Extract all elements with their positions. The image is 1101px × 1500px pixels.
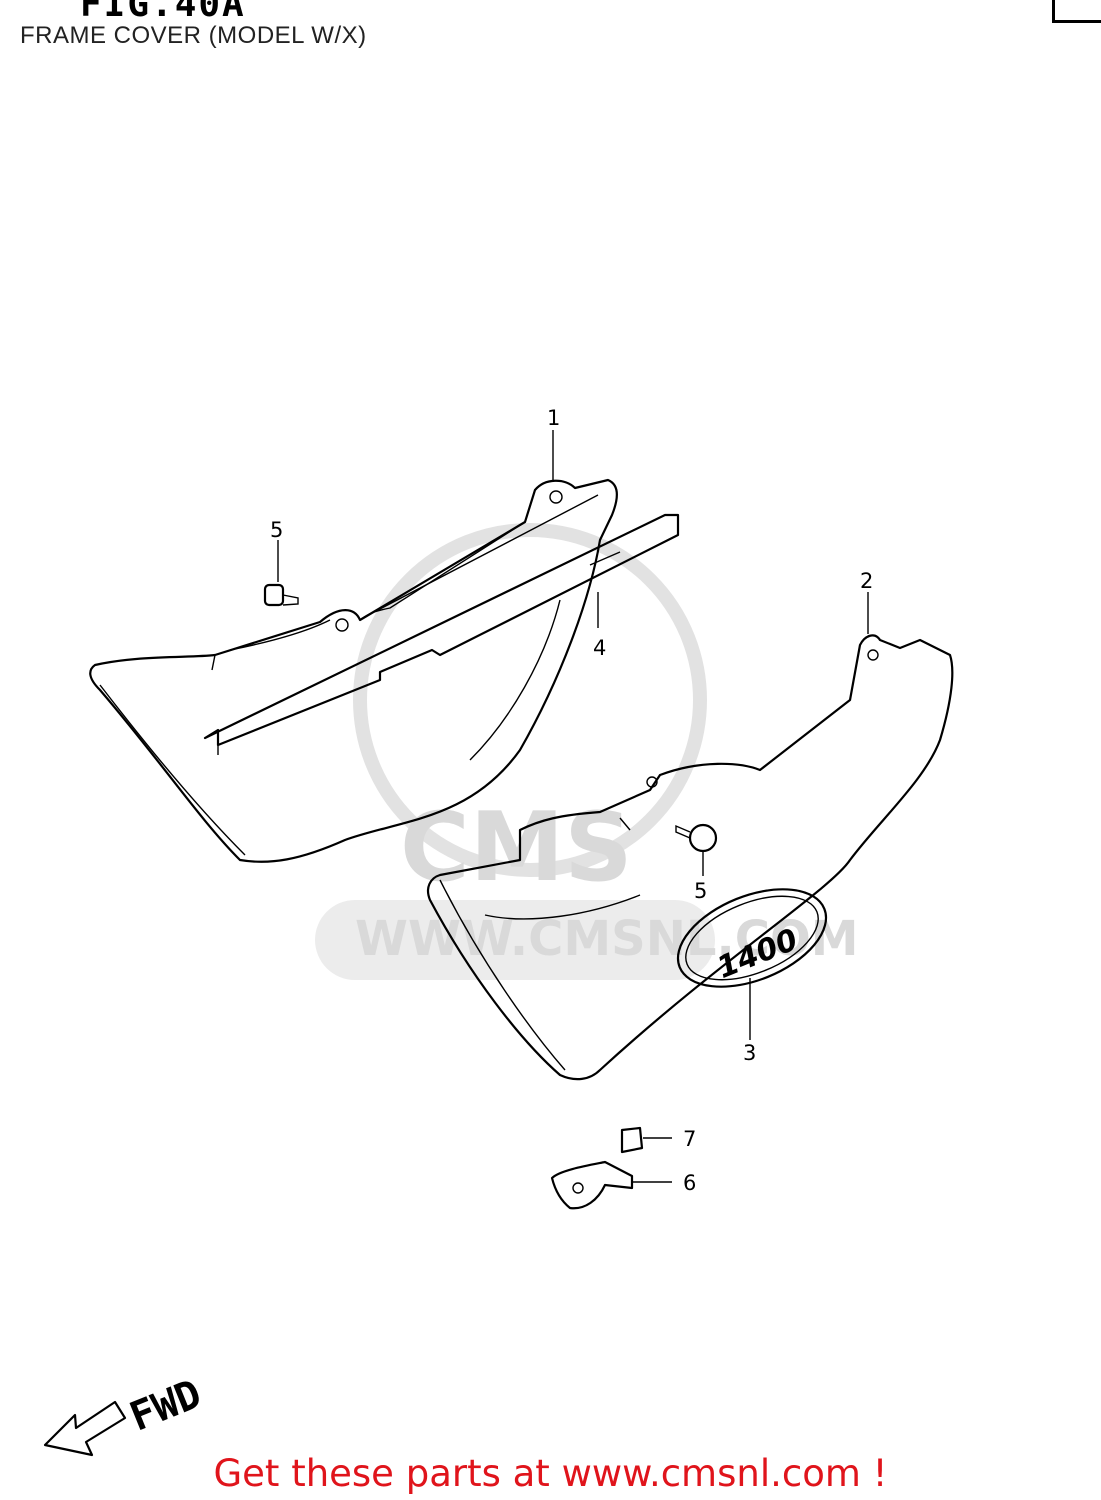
callout-7: 7 bbox=[683, 1127, 696, 1151]
callout-5-left: 5 bbox=[270, 518, 283, 542]
watermark-text: WWW.CMSNL.COM bbox=[355, 911, 859, 967]
part-7-cushion bbox=[620, 1126, 644, 1154]
part-5-screw-left bbox=[263, 583, 299, 607]
part-5-screw-right bbox=[675, 823, 718, 853]
forward-direction-indicator: FWD bbox=[43, 1371, 208, 1457]
callout-3: 3 bbox=[743, 1041, 756, 1065]
figure-title: FIG.40A bbox=[80, 0, 246, 25]
callout-4: 4 bbox=[593, 636, 606, 660]
callout-5-right: 5 bbox=[694, 879, 707, 903]
footer-cta-link[interactable]: Get these parts at www.cmsnl.com ! bbox=[213, 1452, 888, 1495]
part-4-rail-strip bbox=[203, 513, 680, 755]
watermark-logo: CMS bbox=[400, 793, 633, 903]
part-6-clip bbox=[550, 1160, 634, 1210]
callout-1: 1 bbox=[547, 406, 560, 430]
callout-2: 2 bbox=[860, 569, 873, 593]
part-2-frame-cover-right bbox=[426, 634, 954, 1081]
callout-labels: 1 2 3 4 5 5 6 7 bbox=[270, 406, 873, 1195]
fwd-label: FWD bbox=[124, 1371, 208, 1441]
callout-6: 6 bbox=[683, 1171, 696, 1195]
arrow-left-icon bbox=[43, 1400, 127, 1457]
part-1-frame-cover-left bbox=[89, 478, 618, 863]
figure-subtitle: FRAME COVER (MODEL W/X) bbox=[20, 22, 367, 49]
page-corner-mark bbox=[1052, 0, 1101, 23]
leader-lines bbox=[277, 430, 869, 1183]
